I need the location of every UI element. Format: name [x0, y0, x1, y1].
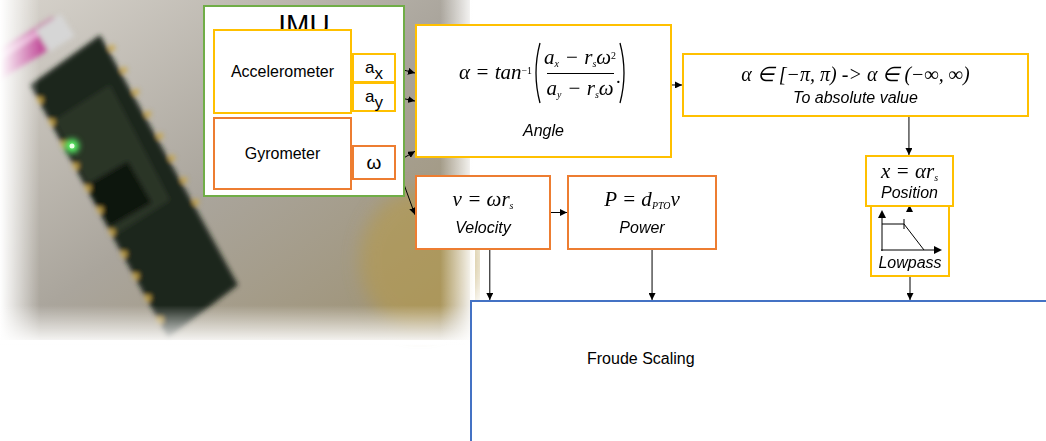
sensor-box: Accelerometer — [213, 29, 352, 114]
node-text: x = αr — [881, 160, 934, 184]
process-box: v = ωrsVelocity — [415, 175, 551, 250]
text-line: Lowpass — [878, 254, 941, 272]
node-text: y — [374, 93, 383, 112]
text-group: α = tan−1ax− rsω2ay− rsω̇Angle — [459, 42, 628, 140]
text-group: Lowpass — [878, 254, 941, 272]
node-text: a — [544, 46, 555, 70]
process-box: P = dPTOvPower — [567, 175, 717, 250]
node-text: Accelerometer — [231, 63, 334, 81]
node-text: s — [934, 172, 938, 183]
node-text: Position — [881, 184, 938, 202]
text-group: Gyrometer — [245, 145, 321, 163]
text-group: α ∈ [−π, π) -> α ∈ (−∞, ∞) To absolute va… — [741, 63, 969, 107]
signal-box: ay — [352, 82, 396, 112]
node-text: PTO — [652, 200, 671, 211]
node-text: 2 — [611, 50, 616, 61]
text-line: P = dPTOv — [604, 188, 680, 212]
flow-arrow — [551, 212, 567, 213]
text-line: α ∈ [−π, π) -> α ∈ (−∞, ∞) — [741, 63, 969, 85]
process-box: α ∈ [−π, π) -> α ∈ (−∞, ∞) To absolute va… — [682, 53, 1029, 117]
node-text: ω — [367, 152, 382, 173]
text-line: ay − rsω̇ — [547, 73, 614, 101]
text-line: α = tan−1 — [459, 61, 532, 85]
text-line: ay — [365, 87, 383, 106]
signal-box: ω — [352, 145, 396, 180]
node-text: Velocity — [455, 219, 510, 237]
filter-box: Lowpass — [870, 205, 950, 277]
node-text: s — [592, 58, 596, 69]
paren-symbol — [619, 42, 628, 104]
node-text: v — [670, 188, 679, 212]
sensor-box: Gyrometer — [213, 117, 352, 190]
text-line: ax − rsω2 — [544, 46, 616, 73]
node-text: ω — [596, 46, 611, 70]
text-group: P = dPTOvPower — [604, 188, 680, 237]
node-text: −1 — [521, 65, 532, 76]
text-group: ay — [365, 87, 383, 106]
text-line: v = ωrs — [453, 188, 514, 212]
text-line: Power — [619, 219, 664, 237]
node-text: y — [557, 89, 561, 100]
text-line: Froude Scaling — [587, 350, 695, 368]
text-group: Froude Scaling — [587, 350, 695, 368]
text-line: Angle — [523, 122, 564, 140]
flow-arrow — [908, 117, 909, 155]
formula-row: α = tan−1ax− rsω2ay− rsω̇ — [459, 42, 628, 104]
text-line: ax — [365, 58, 383, 77]
scaling-box: Froude Scaling — [470, 300, 1046, 441]
text-group: x = αrsPosition — [881, 160, 938, 201]
node-text: Angle — [523, 122, 564, 140]
node-text: To absolute value — [793, 89, 918, 107]
node-text: a — [365, 58, 374, 77]
flow-arrow — [489, 250, 490, 300]
text-line: ω — [367, 152, 382, 173]
node-text: x — [374, 64, 383, 83]
node-text: Gyrometer — [245, 145, 321, 163]
node-text: − r — [565, 46, 593, 70]
paren-symbol — [532, 42, 541, 104]
text-line: Gyrometer — [245, 145, 321, 163]
angle-box: α = tan−1ax− rsω2ay− rsω̇Angle — [415, 24, 672, 158]
text-line: x = αrs — [881, 160, 938, 184]
text-group: v = ωrsVelocity — [453, 188, 514, 237]
node-text: α = tan — [459, 61, 522, 85]
node-text: a — [365, 87, 374, 106]
fraction: ax− rsω2ay− rsω̇ — [541, 46, 619, 100]
node-text: α ∈ [−π, π) -> α ∈ (−∞, ∞) — [741, 63, 969, 85]
node-text: Lowpass — [878, 254, 941, 272]
node-text: s — [595, 89, 599, 100]
node-text: Froude Scaling — [587, 350, 695, 368]
signal-box: ax — [352, 53, 396, 83]
text-line: Position — [881, 184, 938, 202]
node-text: x — [555, 58, 559, 69]
node-text: − r — [567, 77, 595, 101]
flow-arrow — [652, 250, 653, 300]
node-text: Power — [619, 219, 664, 237]
process-box: x = αrsPosition — [865, 155, 954, 207]
text-group: Accelerometer — [231, 63, 334, 81]
text-line: Accelerometer — [231, 63, 334, 81]
node-text: a — [547, 77, 558, 101]
imu-box: IMUAccelerometeraxayGyrometerω — [203, 5, 405, 197]
text-line: To absolute value — [793, 89, 918, 107]
text-group: ω — [367, 152, 382, 173]
text-group: ax — [365, 58, 383, 77]
flow-arrow — [910, 277, 911, 300]
flow-arrow — [672, 84, 682, 85]
node-text: s — [510, 200, 514, 211]
text-line: Velocity — [455, 219, 510, 237]
node-text: ω̇ — [599, 77, 614, 101]
node-text: P = d — [604, 188, 652, 212]
node-text: v = ωr — [453, 188, 510, 212]
